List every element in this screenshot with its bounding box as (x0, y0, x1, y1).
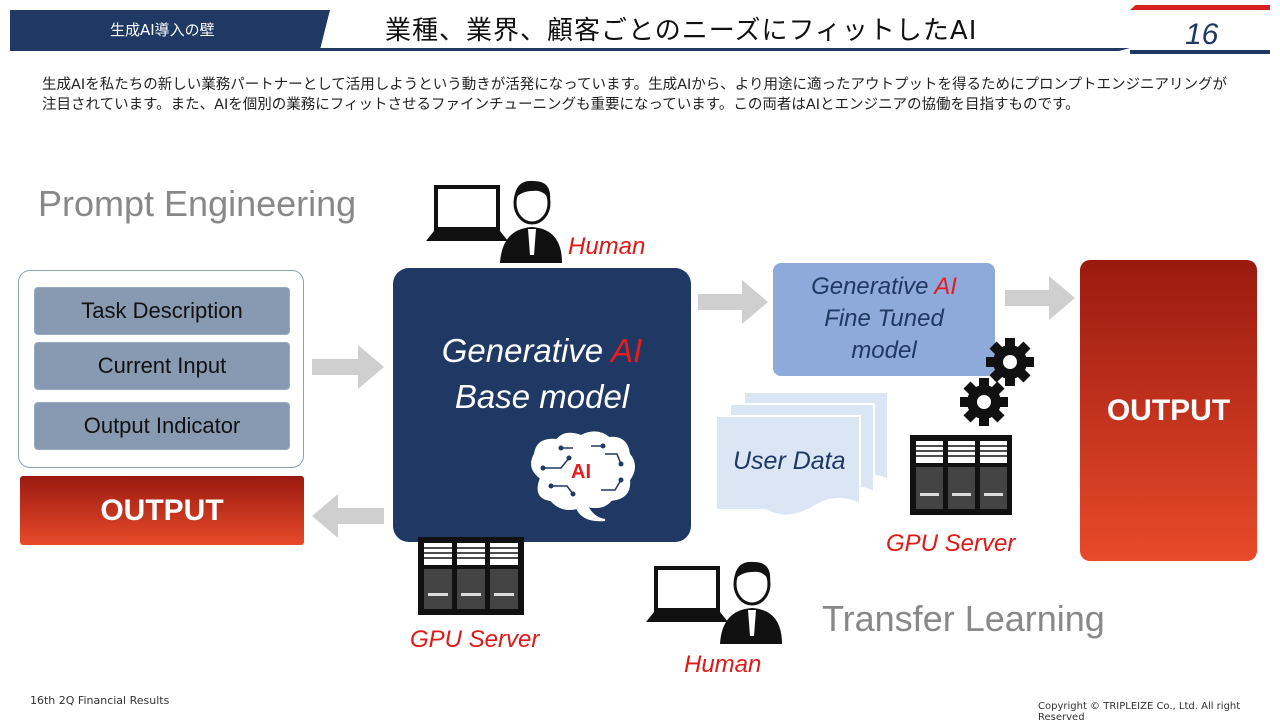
footer-left: 16th 2Q Financial Results (30, 694, 170, 707)
prompt-item-current-input: Current Input (34, 342, 290, 390)
transfer-learning-heading: Transfer Learning (822, 598, 1105, 639)
human-with-laptop-icon (646, 561, 782, 644)
page-number-underline (1130, 50, 1270, 54)
user-data-documents-icon (715, 391, 889, 517)
prompt-output-box: OUTPUT (20, 476, 304, 545)
fine-tuned-title-line1: Generative AI (773, 273, 995, 301)
page-title: 業種、業界、顧客ごとのニーズにフィットしたAI (385, 16, 978, 46)
prompt-item-output-indicator: Output Indicator (34, 402, 290, 450)
arrow-right-icon (1005, 276, 1075, 320)
prompt-output-label: OUTPUT (100, 493, 224, 527)
human-with-laptop-icon (426, 180, 562, 263)
transfer-output-label: OUTPUT (1106, 393, 1231, 427)
prompt-item-task-description: Task Description (34, 287, 290, 335)
gpu-server-icon (418, 537, 524, 615)
page-number-accent-bar (1130, 5, 1270, 10)
fine-tuned-title-prefix: Generative (811, 273, 935, 300)
prompt-engineering-heading: Prompt Engineering (38, 183, 357, 224)
footer-copyright: Copyright © TRIPLEIZE Co., Ltd. All righ… (1038, 701, 1241, 720)
brain-ai-label: AI (571, 461, 591, 483)
human-label-bottom: Human (684, 651, 762, 678)
gpu-server-icon (910, 435, 1012, 515)
base-model-title-accent: AI (611, 332, 643, 369)
transfer-output-box: OUTPUT (1080, 260, 1257, 561)
fine-tuned-title-accent: AI (934, 273, 957, 300)
intro-paragraph: 生成AIを私たちの新しい業務パートナーとして活用しようという動きが活発になってい… (42, 77, 1228, 113)
prompt-components-box: Task Description Current Input Output In… (18, 270, 304, 468)
base-model-title-line2: Base model (454, 378, 630, 415)
header-underline (10, 48, 1130, 51)
gears-icon (960, 338, 1034, 426)
fine-tuned-title-line2: Fine Tuned (824, 305, 944, 332)
fine-tuned-title-line3: model (851, 337, 917, 364)
arrow-right-icon (312, 345, 384, 389)
arrow-left-icon (312, 494, 384, 538)
page-number: 16 (1185, 18, 1219, 51)
base-model-box: Generative AI Base model AI (393, 268, 691, 542)
fine-tuned-model-box: Generative AI Fine Tuned model (773, 263, 995, 376)
human-label-top: Human (568, 233, 646, 260)
base-model-title-prefix: Generative (441, 332, 612, 369)
user-data-label: User Data (733, 447, 846, 475)
section-tag-label: 生成AI導入の壁 (110, 21, 215, 39)
ai-brain-icon: AI (531, 431, 635, 522)
gpu-server-label-right: GPU Server (886, 530, 1016, 557)
section-tag: 生成AI導入の壁 (10, 10, 330, 48)
arrow-right-icon (698, 280, 768, 324)
gpu-server-label-left: GPU Server (410, 626, 540, 653)
base-model-title-line1: Generative AI (393, 332, 691, 370)
